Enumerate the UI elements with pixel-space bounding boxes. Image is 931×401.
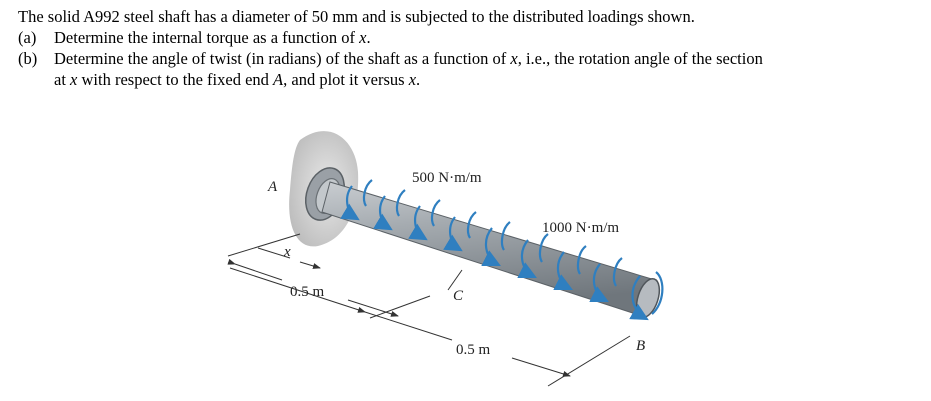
label-b: B	[636, 338, 645, 354]
label-c: C	[453, 288, 464, 304]
dimension-lines	[227, 233, 631, 387]
part-b-text-2: at	[54, 70, 71, 89]
part-b: (b) Determine the angle of twist (in rad…	[18, 49, 763, 89]
distributed-torque-arrows	[340, 179, 664, 321]
label-x: x	[283, 244, 291, 260]
shaft	[321, 181, 661, 319]
part-b-tag: (b)	[18, 49, 38, 68]
problem-statement: The solid A992 steel shaft has a diamete…	[18, 6, 918, 90]
part-a-tag: (a)	[18, 28, 37, 47]
load-500-label: 500 N·m/m	[412, 170, 482, 186]
part-a-var: x	[359, 28, 367, 47]
part-a-text: Determine the internal torque as a funct…	[54, 28, 360, 47]
part-a: (a) Determine the internal torque as a f…	[18, 28, 371, 47]
problem-intro: The solid A992 steel shaft has a diamete…	[18, 7, 695, 26]
part-b-text-1: Determine the angle of twist (in radians…	[54, 49, 511, 68]
load-1000-label: 1000 N·m/m	[542, 220, 619, 236]
dim-label-2: 0.5 m	[456, 342, 491, 358]
label-a: A	[267, 179, 278, 195]
